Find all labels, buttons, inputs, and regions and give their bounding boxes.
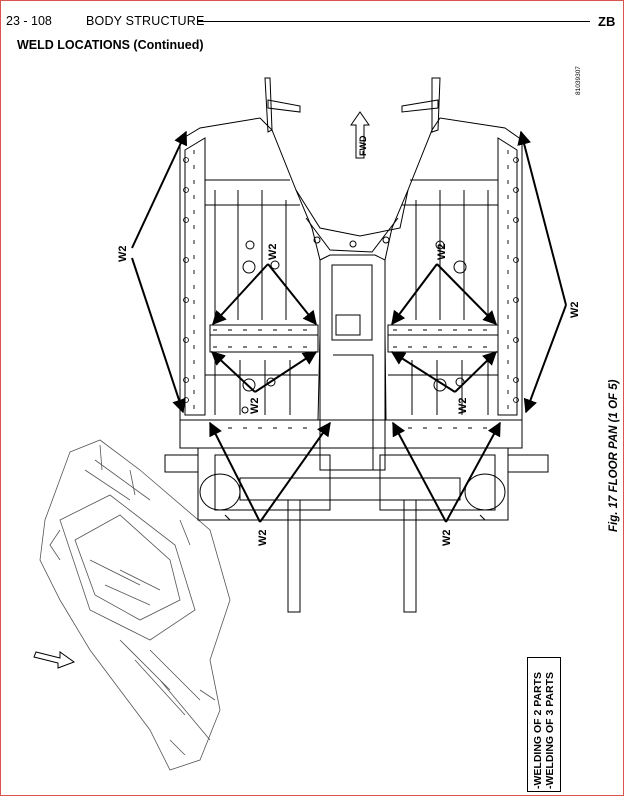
callout-w2-mid-left-bottom: W2: [249, 398, 261, 415]
callout-w2-lower-left: W2: [257, 530, 269, 547]
callout-w2-left: W2: [117, 246, 129, 263]
legend-item: -WELDING OF 3 PARTS: [544, 671, 556, 789]
weld-points: [193, 150, 509, 429]
model-code: ZB: [598, 14, 616, 29]
header-rule: [198, 21, 590, 22]
locator-view: [39, 439, 231, 771]
callout-w2-mid-left-top: W2: [267, 244, 279, 261]
forward-label: FWD: [358, 135, 368, 156]
legend-item: -WELDING OF 2 PARTS: [532, 671, 544, 789]
locator-arrow-icon: [33, 651, 76, 669]
callout-leaders: [131, 130, 567, 523]
callout-w2-lower-right: W2: [441, 530, 453, 547]
weld-legend: -WELDING OF 2 PARTS -WELDING OF 3 PARTS: [527, 657, 561, 792]
callout-w2-mid-right-bottom: W2: [457, 398, 469, 415]
page-number: 23 - 108: [6, 14, 52, 28]
floor-pan-structure: [164, 77, 549, 613]
callout-labels: W2 W2 W2 W2 W2 W2 W2 W2: [117, 244, 581, 547]
section-title: BODY STRUCTURE: [86, 14, 205, 28]
page-header: 23 - 108 BODY STRUCTURE ZB: [0, 8, 624, 30]
figure-caption: Fig. 17 FLOOR PAN (1 OF 5): [608, 379, 620, 533]
callout-w2-mid-right-top: W2: [436, 244, 448, 261]
callout-w2-right: W2: [569, 302, 581, 319]
image-code: 81039307: [575, 66, 582, 95]
page-subtitle: WELD LOCATIONS (Continued): [17, 38, 204, 52]
forward-arrow-icon: [350, 111, 370, 159]
weld-circles: [183, 157, 519, 403]
